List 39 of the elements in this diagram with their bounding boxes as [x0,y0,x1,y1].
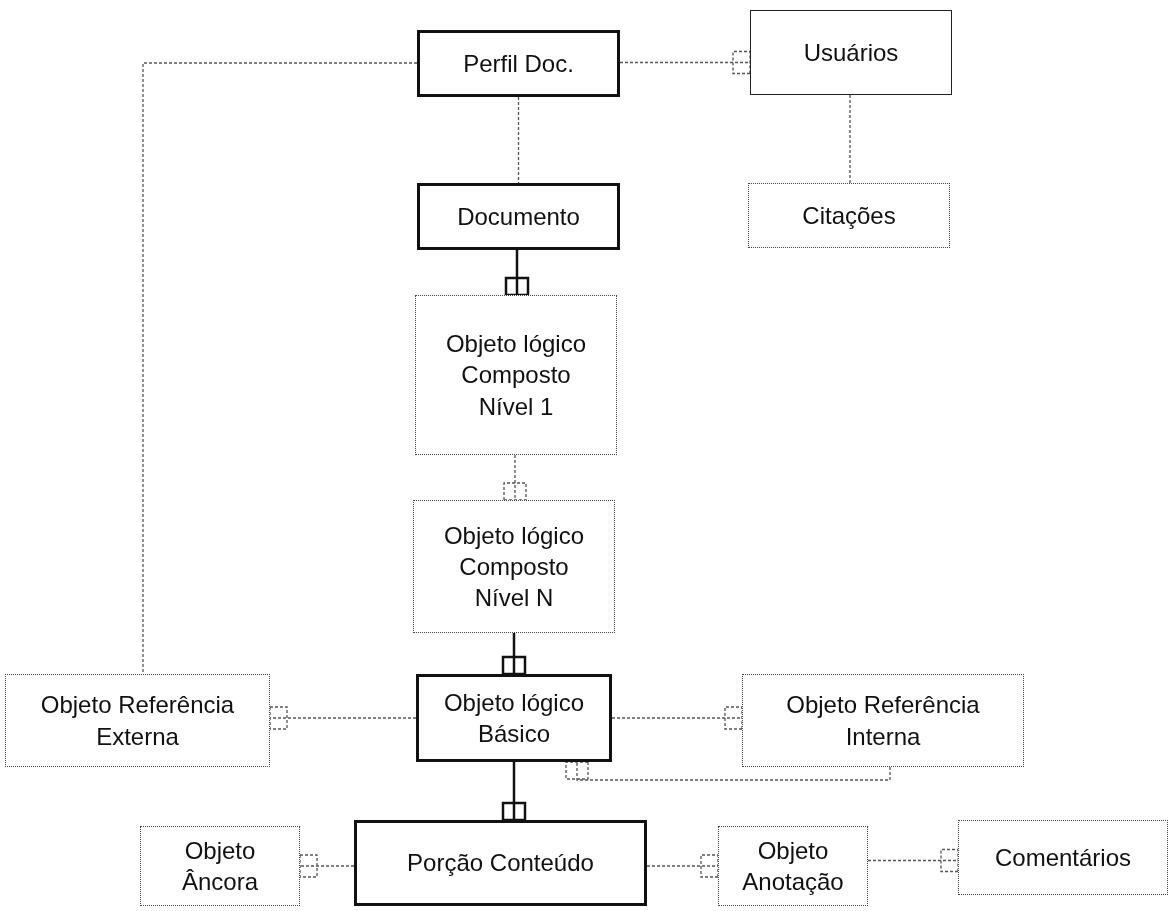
entity-box [748,183,950,248]
entity-label: Perfil Doc. [463,48,574,79]
entity-box [413,500,615,633]
relationship-line [646,854,719,878]
entity-box [417,183,620,250]
entity-box [417,30,620,97]
entity-box [5,674,270,767]
entity-label: Usuários [803,37,899,68]
entity-box [140,826,300,906]
relationship-line [503,454,527,501]
entity-box [416,674,612,762]
relationship-line [299,854,355,878]
entity-box [415,295,617,455]
entity-label: Objeto lógico Composto Nível N [442,520,586,614]
entity-box [958,820,1168,895]
relationship-line [867,848,959,873]
entity-label: Objeto lógico Composto Nível 1 [444,329,588,422]
entity-label: Objeto Referência Externa [39,690,236,752]
entity-label: Objeto Anotação [741,835,845,897]
entity-label: Objeto lógico Básico [442,687,586,749]
relationship-line [565,761,891,781]
relationship-line [142,62,418,675]
entity-label: Objeto Âncora [180,835,259,897]
relationship-line [501,762,527,822]
relationship-line [501,633,527,676]
relationship-line [619,50,751,75]
entity-box [742,674,1024,767]
relationship-line [269,706,417,730]
entity-label: Objeto Referência Interna [785,690,981,752]
relationship-line [611,706,743,730]
entity-box [354,820,647,906]
entity-label: Documento [457,201,580,232]
relationship-line [504,250,530,297]
relationship-line [849,94,851,184]
entity-box [750,10,952,95]
entity-label: Citações [802,200,896,231]
entity-label: Porção Conteúdo [407,848,594,879]
entity-box [718,826,868,906]
entity-label: Comentários [994,842,1132,873]
